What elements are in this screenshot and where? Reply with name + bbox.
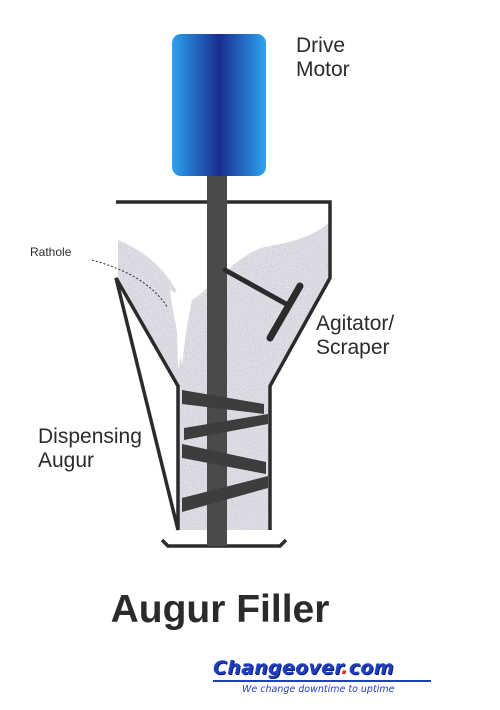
drive-motor-label: Drive Motor — [296, 34, 350, 81]
agitator-label-line2: Scraper — [316, 335, 390, 359]
rathole-leader-line — [91, 259, 169, 309]
drive-motor-label-line2: Motor — [296, 57, 350, 81]
changeover-logo[interactable]: Changeover.com — [213, 657, 394, 679]
dispensing-augur-label: Dispensing Augur — [38, 425, 142, 472]
dispensing-augur-label-line1: Dispensing — [38, 425, 142, 448]
hopper-outline — [114, 200, 332, 531]
diagram-title: Augur Filler — [110, 588, 330, 631]
agitator-label-line1: Agitator/ — [316, 312, 395, 335]
agitator-scraper — [222, 267, 304, 342]
drive-motor-label-line1: Drive — [296, 34, 346, 57]
logo-tagline: We change downtime to uptime — [242, 684, 395, 695]
rathole-cavity — [170, 290, 190, 365]
logo-name-part2: com — [348, 657, 394, 679]
rathole-label: Rathole — [30, 245, 72, 259]
auger-flights — [182, 390, 268, 512]
dispensing-augur-label-line2: Augur — [38, 448, 95, 472]
logo-underline — [213, 680, 431, 682]
logo-dot: . — [341, 657, 349, 679]
agitator-scraper-label: Agitator/ Scraper — [316, 312, 394, 359]
logo-name-part1: Changeover — [213, 657, 342, 679]
drive-motor — [172, 34, 266, 176]
